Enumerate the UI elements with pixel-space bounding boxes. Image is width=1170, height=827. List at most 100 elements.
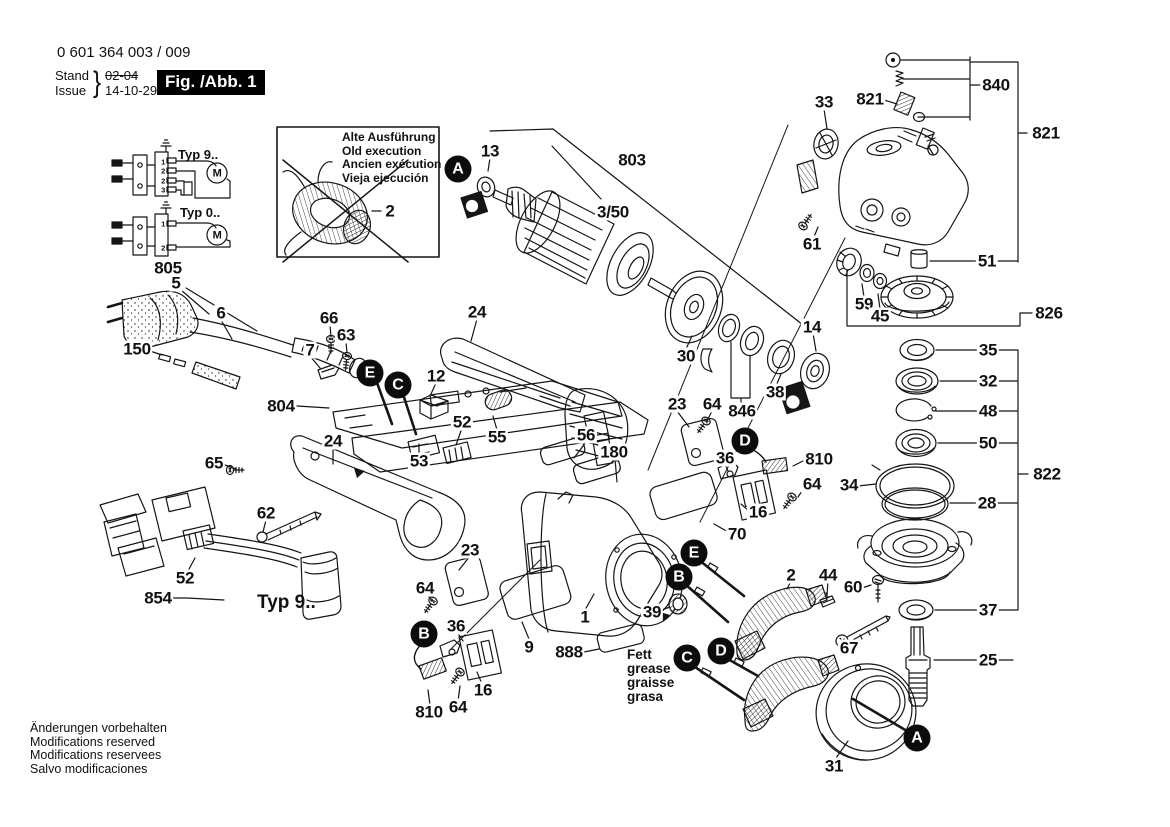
part-label-70: 70 — [725, 524, 749, 544]
part-label-66: 66 — [317, 308, 341, 328]
part-label-67: 67 — [837, 638, 861, 658]
part-label-24: 24 — [465, 302, 489, 322]
schematic-typ9-label: Typ 9.. — [178, 147, 219, 162]
part-label-846: 846 — [726, 401, 758, 421]
part-label-45: 45 — [868, 306, 892, 326]
part-label-13: 13 — [478, 141, 502, 161]
grease-line-fr: graisse — [627, 675, 675, 690]
type-variant-note: Typ 9.. — [257, 592, 316, 613]
part-label-2: 2 — [161, 243, 165, 253]
old-execution-drawing — [276, 126, 440, 263]
disclaimer-line-es: Salvo modificaciones — [30, 761, 148, 776]
part-label-34: 34 — [837, 475, 861, 495]
old-execution-line-fr: Ancien exécution — [342, 157, 442, 171]
old-execution-line-en: Old execution — [342, 143, 422, 158]
grease-line-en: grease — [627, 661, 671, 676]
part-label-52: 52 — [173, 568, 197, 588]
index-badge-B: B — [665, 563, 693, 591]
part-label-2: 2 — [383, 201, 397, 221]
disclaimer-line-de: Änderungen vorbehalten — [30, 721, 167, 735]
part-label-38: 38 — [763, 382, 787, 402]
part-label-810: 810 — [803, 449, 835, 469]
old-execution-line-es: Vieja ejecución — [342, 170, 429, 185]
part-label-65: 65 — [202, 453, 226, 473]
part-label-3: 3 — [161, 185, 165, 195]
index-badge-C: C — [673, 644, 701, 672]
index-badge-B: B — [410, 620, 438, 648]
part-label-821: 821 — [1030, 123, 1062, 143]
part-label-6: 6 — [214, 303, 228, 323]
disclaimer-line-en: Modifications reserved — [30, 734, 156, 749]
stand-label: Stand — [55, 68, 89, 83]
part-label-840: 840 — [980, 75, 1012, 95]
part-label-44: 44 — [816, 565, 840, 585]
part-label-1: 1 — [578, 607, 592, 627]
part-label-826: 826 — [1033, 303, 1065, 323]
motor-housing-group — [418, 414, 799, 687]
part-label-854: 854 — [142, 588, 174, 608]
part-label-50: 50 — [976, 433, 1000, 453]
issue-value: 14-10-29 — [105, 83, 158, 98]
index-badge-D: D — [731, 427, 759, 455]
part-label-16: 16 — [746, 502, 770, 522]
part-label-63: 63 — [334, 325, 358, 345]
part-label-64: 64 — [413, 578, 437, 598]
index-badge-A: A — [903, 724, 931, 752]
part-label-52: 52 — [450, 412, 474, 432]
part-label-2: 2 — [161, 166, 165, 176]
part-label-23: 23 — [665, 394, 689, 414]
part-label-36: 36 — [713, 448, 737, 468]
part-label-35: 35 — [976, 340, 1000, 360]
part-label-1: 1 — [161, 157, 165, 167]
lower-switch-group — [99, 486, 342, 620]
modifications-disclaimer: Änderungen vorbehalten Modifications res… — [30, 721, 167, 776]
stator-group — [693, 562, 840, 732]
part-label-23: 23 — [458, 540, 482, 560]
part-label-25: 25 — [976, 650, 1000, 670]
part-label-14: 14 — [800, 317, 824, 337]
part-label-51: 51 — [975, 251, 999, 271]
part-label-822: 822 — [1031, 464, 1063, 484]
armature-group — [460, 176, 831, 415]
part-label-64: 64 — [700, 394, 724, 414]
part-label-32: 32 — [976, 371, 1000, 391]
index-badge-E: E — [680, 539, 708, 567]
part-label-180: 180 — [598, 442, 630, 462]
part-label-16: 16 — [471, 680, 495, 700]
part-label-M: M — [212, 167, 222, 180]
part-label-31: 31 — [822, 756, 846, 776]
part-label-30: 30 — [674, 346, 698, 366]
part-label-12: 12 — [424, 366, 448, 386]
part-label-3-50: 3/50 — [595, 202, 631, 222]
part-label-5: 5 — [169, 273, 183, 293]
part-label-1: 1 — [161, 219, 165, 229]
part-label-39: 39 — [640, 602, 664, 622]
part-label-62: 62 — [254, 503, 278, 523]
stand-value: 02-04 — [105, 68, 139, 83]
part-label-804: 804 — [265, 396, 297, 416]
handle-group — [225, 337, 629, 561]
spindle-stack-group — [815, 338, 973, 761]
part-label-9: 9 — [522, 637, 536, 657]
part-label-810: 810 — [413, 702, 445, 722]
part-label-64: 64 — [800, 474, 824, 494]
catalog-part-number: 0 601 364 003 / 009 — [57, 44, 191, 61]
part-label-36: 36 — [444, 616, 468, 636]
part-label-60: 60 — [841, 577, 865, 597]
old-execution-note: Alte Ausführung Old execution Ancien exé… — [342, 130, 442, 185]
part-label-M: M — [212, 229, 222, 242]
part-label-55: 55 — [485, 427, 509, 447]
index-badge-C: C — [384, 371, 412, 399]
wiring-schematic-typ0 — [111, 201, 231, 257]
part-label-53: 53 — [407, 451, 431, 471]
gear-housing-group — [796, 52, 969, 319]
schematic-typ0-label: Typ 0.. — [180, 205, 221, 220]
part-label-803: 803 — [616, 150, 648, 170]
disclaimer-line-fr: Modifications reservees — [30, 748, 162, 762]
part-label-33: 33 — [812, 92, 836, 112]
part-label-888: 888 — [553, 642, 585, 662]
part-label-150: 150 — [121, 339, 153, 359]
part-label-821: 821 — [854, 89, 886, 109]
index-badge-E: E — [356, 359, 384, 387]
